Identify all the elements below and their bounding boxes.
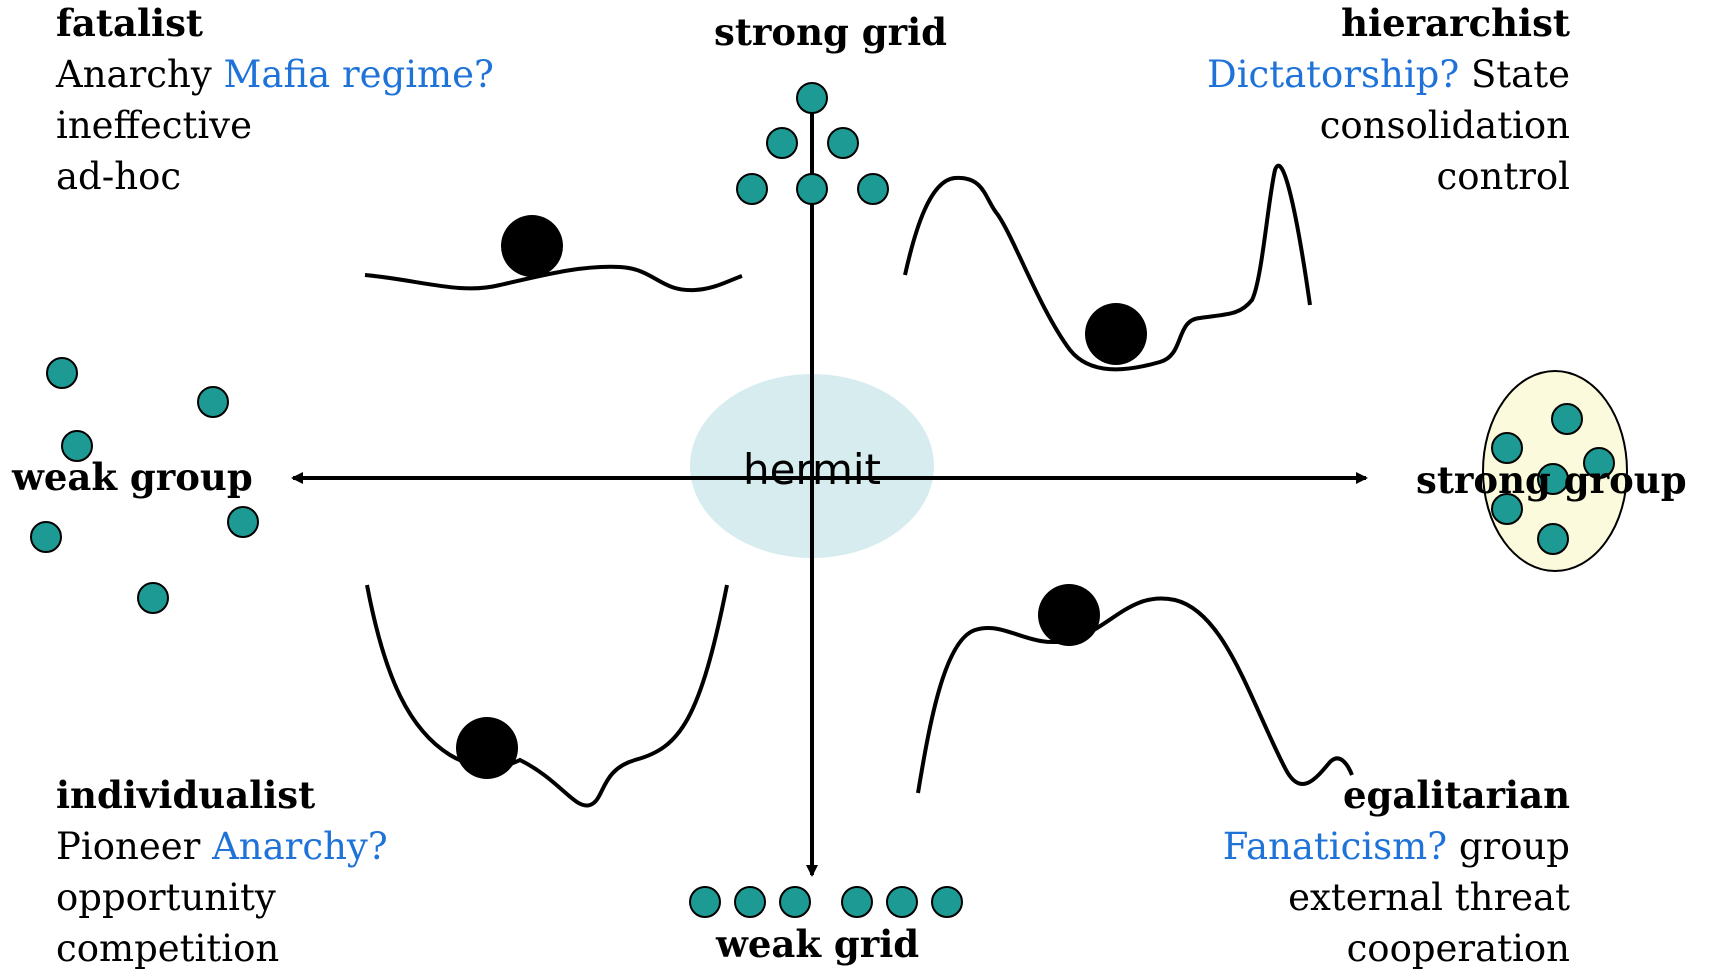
quadrant-question: Anarchy? [212,825,388,868]
individualist-ball [456,717,518,779]
dot [30,521,62,553]
quadrant-question: Dictatorship? [1207,53,1460,96]
quadrant-question: Fanaticism? [1222,825,1448,868]
quadrant-line-3: ad-hoc [56,155,182,198]
weak-group-dots [30,357,259,614]
quadrant-question: Mafia regime? [223,53,494,96]
dot [689,886,721,918]
dot [1537,523,1569,555]
dot [1537,463,1569,495]
quadrant-title: hierarchist [1341,1,1570,45]
fatalist-landscape-curve [364,264,743,293]
quadrant-line-2: consolidation [1319,104,1570,147]
dot [1491,493,1523,525]
egalitarian-ball [1038,584,1100,646]
quadrant-hierarchist: hierarchist Dictatorship? State consolid… [1207,0,1570,202]
quadrant-line-1: Fanaticism? group [1223,821,1570,872]
quadrant-line-2: ineffective [56,104,252,147]
dot [736,173,768,205]
dot [197,386,229,418]
axis-label-weak-group: weak group [12,455,253,499]
dot [227,506,259,538]
egalitarian-landscape-curve [916,596,1354,794]
quadrant-title: fatalist [56,1,203,45]
quadrant-line-1: Dictatorship? State [1207,49,1570,100]
strong-grid-dots [736,82,889,205]
quadrant-text: group [1447,825,1570,868]
quadrant-text: Pioneer [56,825,213,868]
dot [1551,403,1583,435]
dot [46,357,78,389]
strong-group-dots [1491,403,1615,555]
dot [734,886,766,918]
axis-label-strong-grid: strong grid [714,10,948,54]
dot [61,430,93,462]
dot [841,886,873,918]
quadrant-line-2: external threat [1288,876,1570,919]
quadrant-line-2: opportunity [56,876,276,919]
quadrant-line-3: cooperation [1346,927,1570,970]
dot [1583,447,1615,479]
quadrant-title: individualist [56,773,316,817]
quadrant-line-1: Anarchy Mafia regime? [56,49,494,100]
dot [886,886,918,918]
weak-grid-dots [689,886,963,918]
hermit-label: hermit [743,445,881,494]
quadrant-line-3: control [1436,155,1571,198]
quadrant-fatalist: fatalist Anarchy Mafia regime? ineffecti… [56,0,494,202]
quadrant-text: Anarchy [56,53,224,96]
quadrant-line-1: Pioneer Anarchy? [56,821,388,872]
dot [796,173,828,205]
quadrant-title: egalitarian [1343,773,1570,817]
hierarchist-landscape-curve [903,163,1312,372]
axis-label-strong-group: strong group [1416,458,1687,502]
fatalist-ball [501,215,563,277]
individualist-landscape-curve [365,584,729,808]
dot [1491,432,1523,464]
dot [857,173,889,205]
quadrant-egalitarian: egalitarian Fanaticism? group external t… [1223,770,1570,974]
quadrant-text: State [1459,53,1570,96]
quadrant-line-3: competition [56,927,280,970]
dot [931,886,963,918]
dot [779,886,811,918]
dot [137,582,169,614]
dot [796,82,828,114]
axis-label-weak-grid: weak grid [716,922,920,966]
quadrant-individualist: individualist Pioneer Anarchy? opportuni… [56,770,388,974]
hierarchist-ball [1085,303,1147,365]
dot [766,127,798,159]
dot [827,127,859,159]
